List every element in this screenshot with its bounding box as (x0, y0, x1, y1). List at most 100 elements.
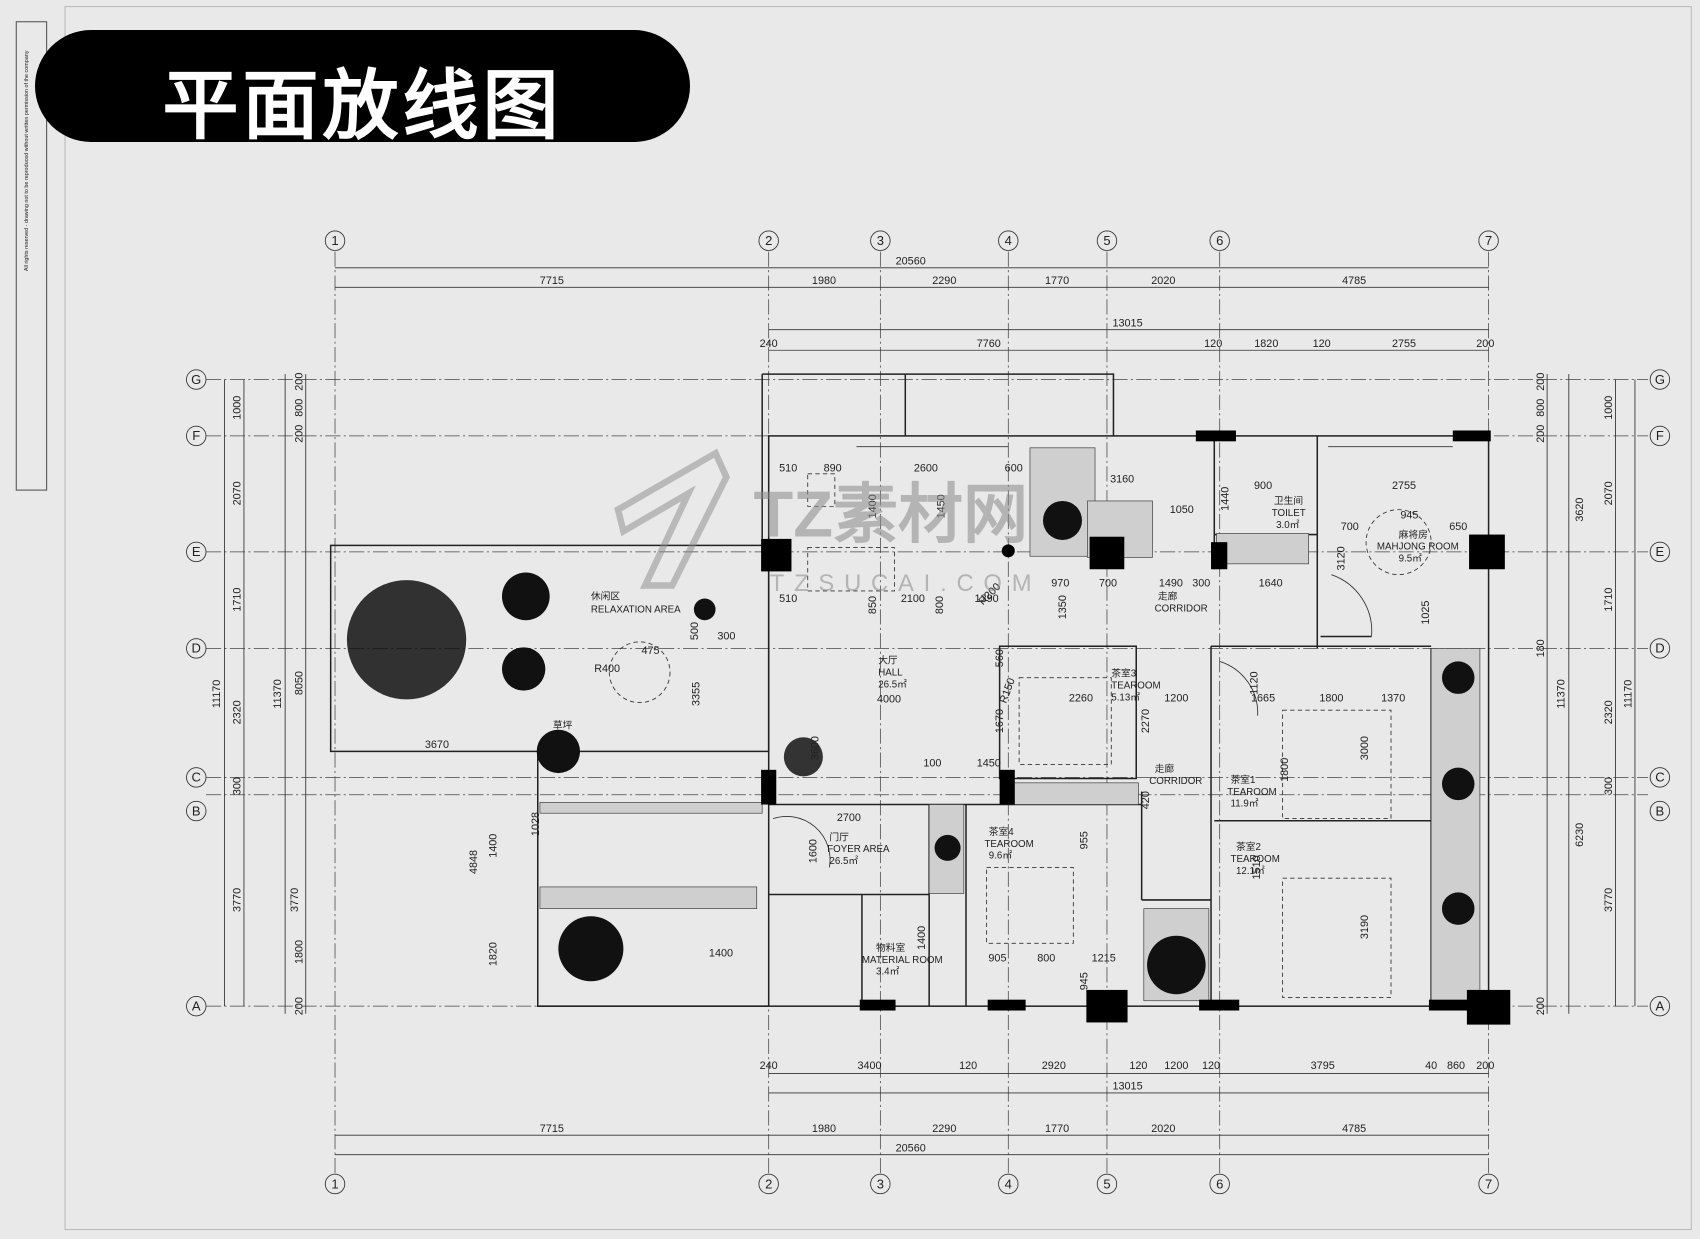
svg-text:2755: 2755 (1392, 480, 1416, 492)
inner-dimensions: 510 890 2600 1400 1450 850 800 510 2100 … (289, 463, 1467, 991)
svg-text:1: 1 (331, 233, 338, 248)
dimension-lines (223, 267, 1636, 1156)
left-dimensions: 11170 1000 2070 1710 2320 300 3770 11370… (211, 373, 305, 1016)
svg-text:门厅: 门厅 (829, 830, 849, 843)
svg-text:200: 200 (1476, 1060, 1494, 1072)
svg-text:800: 800 (934, 596, 946, 614)
svg-text:1490: 1490 (1159, 578, 1183, 590)
svg-text:1670: 1670 (994, 709, 1006, 733)
svg-text:F: F (1656, 428, 1664, 443)
svg-text:2920: 2920 (1042, 1060, 1066, 1072)
svg-text:3770: 3770 (289, 888, 301, 912)
axis-bubble: A (1649, 995, 1671, 1017)
svg-text:1440: 1440 (1219, 487, 1231, 511)
axis-bubble: B (1649, 800, 1671, 822)
svg-text:700: 700 (1341, 521, 1359, 533)
svg-text:1400: 1400 (916, 926, 928, 950)
svg-text:1000: 1000 (232, 396, 244, 420)
svg-text:茶室3: 茶室3 (1111, 667, 1136, 680)
svg-text:1350: 1350 (1057, 595, 1069, 619)
svg-text:200: 200 (293, 997, 305, 1015)
svg-text:1200: 1200 (1164, 1060, 1188, 1072)
svg-text:A: A (192, 999, 201, 1014)
svg-text:2600: 2600 (914, 463, 938, 475)
axis-bubble: 3 (870, 1173, 891, 1195)
svg-text:200: 200 (1535, 373, 1547, 391)
svg-text:11370: 11370 (1555, 679, 1567, 708)
svg-text:走廊: 走廊 (1155, 762, 1175, 775)
svg-text:120: 120 (1204, 338, 1222, 350)
axis-bubble: G (186, 369, 207, 390)
columns (761, 430, 1511, 1025)
svg-text:4: 4 (1005, 1176, 1012, 1191)
svg-text:180: 180 (1535, 639, 1547, 657)
svg-text:7715: 7715 (540, 1123, 564, 1135)
svg-text:1600: 1600 (807, 839, 819, 863)
svg-text:1770: 1770 (1045, 1123, 1069, 1135)
svg-text:1200: 1200 (1164, 693, 1188, 705)
svg-text:1215: 1215 (1092, 953, 1116, 965)
axis-bubble: C (186, 767, 207, 788)
svg-text:D: D (192, 641, 201, 656)
svg-text:200: 200 (1476, 338, 1494, 350)
svg-text:B: B (192, 803, 201, 818)
svg-text:1820: 1820 (1254, 338, 1278, 350)
svg-text:麻将房: 麻将房 (1399, 528, 1428, 541)
svg-text:A: A (1656, 999, 1665, 1014)
svg-text:6: 6 (1216, 233, 1223, 248)
room-label-lawn: 草坪 (553, 719, 573, 732)
axis-bubble: C (1649, 767, 1671, 788)
svg-text:TEAROOM: TEAROOM (984, 839, 1033, 850)
svg-text:TOILET: TOILET (1272, 508, 1306, 519)
svg-text:R400: R400 (594, 663, 620, 675)
svg-text:D: D (1655, 641, 1664, 656)
side-note-box (15, 21, 48, 491)
svg-text:E: E (192, 544, 201, 559)
axis-bubble: 7 (1478, 1173, 1499, 1195)
axis-bubble: 6 (1209, 230, 1230, 251)
svg-text:1370: 1370 (1381, 693, 1405, 705)
svg-text:4785: 4785 (1342, 275, 1366, 287)
svg-text:5: 5 (1103, 233, 1110, 248)
svg-text:3160: 3160 (1110, 474, 1134, 486)
svg-text:1000: 1000 (1603, 396, 1615, 420)
svg-text:2: 2 (765, 233, 772, 248)
axis-bubble: A (186, 995, 207, 1017)
svg-text:2070: 2070 (232, 481, 244, 505)
axis-bubble: E (186, 541, 207, 563)
svg-text:850: 850 (867, 596, 879, 614)
svg-text:890: 890 (824, 463, 842, 475)
svg-text:800: 800 (1535, 399, 1547, 417)
svg-text:茶室4: 茶室4 (989, 825, 1014, 838)
page-title: 平面放线图 (162, 61, 563, 150)
axis-bubble: 5 (1096, 1173, 1118, 1195)
svg-text:6: 6 (1216, 1176, 1223, 1191)
svg-text:2: 2 (765, 1176, 772, 1191)
svg-text:R150: R150 (998, 677, 1018, 705)
svg-text:100: 100 (923, 758, 941, 770)
axis-bubble: 4 (998, 230, 1019, 251)
svg-text:3355: 3355 (690, 682, 702, 706)
svg-text:11370: 11370 (272, 679, 284, 708)
svg-text:3: 3 (877, 233, 884, 248)
svg-text:2070: 2070 (1603, 481, 1615, 505)
svg-text:2270: 2270 (1140, 709, 1152, 733)
svg-text:RELAXATION AREA: RELAXATION AREA (591, 605, 681, 616)
svg-text:1400: 1400 (709, 947, 733, 959)
svg-text:TEAROOM: TEAROOM (1231, 854, 1280, 865)
svg-text:3795: 3795 (1311, 1060, 1335, 1072)
svg-text:11170: 11170 (211, 680, 223, 709)
svg-text:1640: 1640 (1259, 578, 1283, 590)
axis-bubble: 1 (324, 230, 346, 251)
svg-text:CORRIDOR: CORRIDOR (1155, 604, 1208, 615)
svg-text:240: 240 (760, 1060, 778, 1072)
axis-bubble: 2 (758, 1173, 779, 1195)
axis-bubble: B (186, 800, 207, 822)
svg-text:1025: 1025 (1420, 601, 1432, 625)
